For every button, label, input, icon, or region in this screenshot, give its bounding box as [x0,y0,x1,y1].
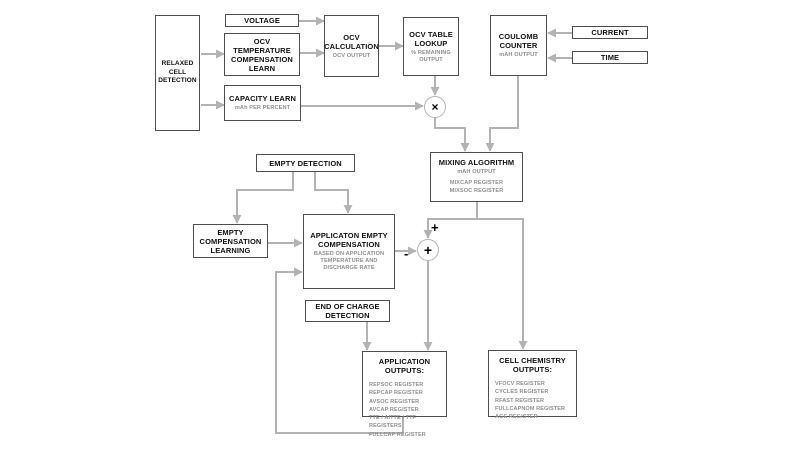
node-empty-compensation-learning: EMPTY COMPENSATION LEARNING [193,224,268,258]
node-end-of-charge-detection: END OF CHARGE DETECTION [305,300,390,322]
node-empty-detection: EMPTY DETECTION [256,154,355,172]
sum-operator-icon: + [417,239,439,261]
node-subtitle: mAH OUTPUT [457,169,496,176]
node-title: CAPACITY LEARN [229,94,296,103]
node-title: CURRENT [591,28,629,37]
node-ocv-temperature-compensation-learn: OCV TEMPERATURE COMPENSATION LEARN [224,33,300,76]
node-subtitle: mAH OUTPUT [499,52,538,58]
node-capacity-learn: CAPACITY LEARN mAh PER PERCENT [224,85,301,121]
node-title: COULOMB COUNTER [498,32,539,50]
node-title: OCV TEMPERATURE COMPENSATION LEARN [231,36,293,73]
node-title: OCV CALCULATION [324,32,379,51]
node-title: TIME [600,53,620,62]
node-application-empty-compensation: APPLICATON EMPTY COMPENSATION BASED ON A… [303,214,395,289]
multiply-symbol: × [431,100,439,114]
node-title: APPLICATON EMPTY COMPENSATION [310,231,388,250]
node-subtitle: BASED ON APPLICATION TEMPERATURE AND DIS… [313,251,385,271]
node-title: APPLICATION OUTPUTS: [378,357,431,375]
node-subtitle: OCV OUTPUT [332,52,371,59]
node-voltage: VOLTAGE [225,14,299,27]
node-mixing-algorithm: MIXING ALGORITHM mAH OUTPUT MIXCAP REGIS… [430,152,523,202]
node-title: EMPTY COMPENSATION LEARNING [199,227,262,255]
node-coulomb-counter: COULOMB COUNTER mAH OUTPUT [490,15,547,76]
multiply-operator-icon: × [424,96,446,118]
node-title: OCV TABLE LOOKUP [409,29,453,48]
node-current: CURRENT [572,26,648,39]
node-title: MIXING ALGORITHM [438,158,515,168]
node-ocv-table-lookup: OCV TABLE LOOKUP % REMAINING OUTPUT [403,17,459,76]
plus-sign-label: + [431,220,439,235]
minus-sign-label: - [404,246,409,261]
node-time: TIME [572,51,648,64]
node-title: CELL CHEMISTRY OUTPUTS: [499,356,566,374]
node-title: EMPTY DETECTION [269,158,342,168]
node-ocv-calculation: OCV CALCULATION OCV OUTPUT [324,15,379,77]
node-title: VOLTAGE [244,16,280,25]
node-relaxed-cell-detection: RELAXED CELL DETECTION [155,15,200,131]
node-title: END OF CHARGE DETECTION [315,302,380,320]
node-title: RELAXED CELL DETECTION [158,59,197,85]
node-subtitle: mAh PER PERCENT [234,105,291,111]
node-subtitle: % REMAINING OUTPUT [411,49,451,63]
sum-symbol: + [423,241,433,258]
